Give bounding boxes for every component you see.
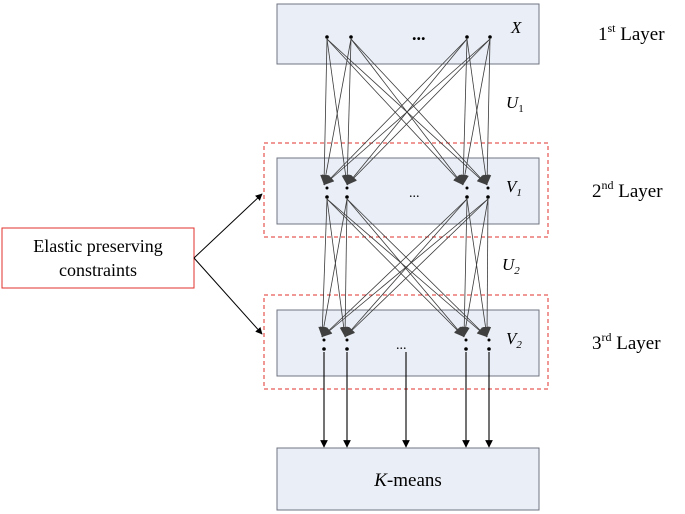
connection-line [463,198,468,338]
connection-arrowhead [347,175,357,185]
node-dot [487,347,491,351]
layer2-box [276,157,540,225]
layer2-var-label: V1 [506,177,522,199]
connections-layer2-layer3 [321,198,489,338]
connection-arrowhead [477,327,487,337]
connection-arrowhead [483,174,492,185]
node-dot [345,338,349,342]
layer3-title: 3rd Layer [592,330,661,354]
layer2-ellipsis: ... [409,186,420,201]
node-dot [464,347,468,351]
connection-line [326,38,464,186]
layer2-top-nodes [325,186,490,190]
connections-layer1-layer2 [323,38,491,186]
layer1-ellipsis: ... [412,24,426,44]
node-dot [465,35,469,39]
layer3-box [276,309,540,377]
connection-line [466,198,488,338]
node-dot [486,186,490,190]
connection-arrowhead [343,174,352,185]
connection-line [323,38,352,186]
layer3-var-label: V2 [506,329,522,351]
node-dot [322,338,326,342]
connection-line [326,198,465,338]
layer3-nodes [322,347,491,351]
layer2-title: 2nd Layer [592,178,663,202]
connection-line [326,198,346,338]
kmeans-label: K-means [373,470,442,491]
connection-line [463,198,489,338]
node-dot [488,35,492,39]
node-dot [345,186,349,190]
connection-line [321,198,468,338]
node-dot [464,338,468,342]
layer1-box [276,3,540,65]
connection-arrowhead [454,326,464,337]
node-dot [345,347,349,351]
node-dot [349,35,353,39]
layer2-constraint-frame [263,142,549,238]
weight-u2-label: U2 [502,255,520,277]
connection-arrowhead [345,327,355,337]
connection-line [344,198,348,338]
connection-arrowhead [477,174,487,185]
connection-line [346,198,488,338]
connection-arrowhead [341,326,350,337]
node-dot [465,195,469,199]
constraint-arrow-to-layer2 [193,193,263,259]
connection-line [326,38,348,186]
layer1-title: 1st Layer [598,21,665,45]
connection-line [486,198,489,338]
connection-line [462,38,491,186]
connection-arrowhead [322,327,333,337]
kmeans-input-arrows [320,352,493,448]
constraints-label-line1: Elastic preserving [33,236,162,256]
connection-line [321,198,348,338]
node-dot [465,186,469,190]
connection-line [326,38,488,186]
connection-line [350,38,488,186]
connection-line [321,198,328,338]
layer1-var-label: X [510,18,522,37]
constraint-arrow-to-layer3 [193,257,263,335]
connection-line [346,198,465,338]
node-dot [325,186,329,190]
node-dot [345,195,349,199]
node-dot [322,347,326,351]
layer3-top-nodes [322,338,491,342]
connection-arrowhead [483,326,492,337]
layer2-nodes [325,195,490,199]
node-dot [487,338,491,342]
connection-line [462,38,468,186]
weight-u1-label: U1 [506,93,524,115]
connection-line [326,198,488,338]
connection-line [323,38,328,186]
node-dot [486,195,490,199]
kmeans-box [276,447,540,511]
node-dot [325,35,329,39]
node-dot [325,195,329,199]
connection-arrowhead [461,326,470,337]
layer3-ellipsis: ... [396,338,407,353]
connection-line [466,38,488,186]
connection-arrowheads [318,174,492,337]
connection-line [486,38,491,186]
connection-line [346,38,352,186]
constraints-label-line2: constraints [59,260,137,280]
connection-arrowhead [324,175,335,185]
connection-arrowhead [460,174,469,185]
constraints-box [1,227,195,289]
layer1-nodes [325,35,492,39]
